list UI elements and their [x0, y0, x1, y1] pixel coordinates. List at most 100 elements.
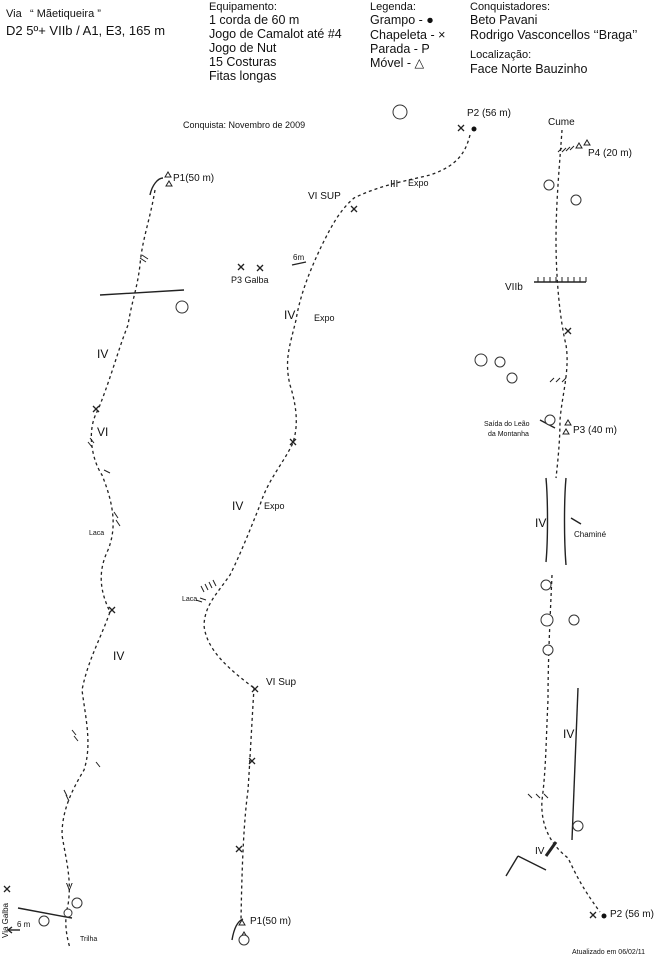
middle-bolt-x: [350, 205, 358, 213]
left-movel-triangle: [164, 171, 172, 178]
chamine-arrow: [570, 517, 582, 525]
right-bolt-x: [589, 911, 597, 919]
left-tree: [63, 908, 73, 918]
left-grade-iv-lower: IV: [113, 649, 125, 663]
left-grade-v: V: [66, 882, 73, 893]
chimney-right-wall: [563, 477, 567, 566]
left-route-line: [61, 189, 156, 949]
right-tree: [568, 614, 580, 626]
right-tree: [474, 353, 488, 367]
right-grade-iv-chimney: IV: [535, 516, 547, 530]
localizacao-value: Face Norte Bauzinho: [470, 62, 588, 76]
updated-date: Atualizado em 06/02/11: [572, 949, 646, 956]
left-crack-marks: [63, 254, 149, 802]
left-tree: [175, 300, 189, 314]
left-belay-arc: [149, 177, 164, 196]
via-galba-x: [3, 885, 11, 893]
saida-label-1: Saída do Leão: [484, 421, 530, 428]
middle-route-upper: [203, 134, 471, 689]
conquistador-name: Beto Pavani: [470, 13, 538, 27]
left-movel-triangle: [165, 180, 173, 187]
right-grade-iv: IV: [563, 727, 575, 741]
conquista-date: Conquista: Novembro de 2009: [183, 120, 306, 130]
right-p2-label: P2 (56 m): [610, 909, 654, 920]
bottom-ledge-line: [505, 855, 519, 877]
right-bolt-x: [564, 327, 572, 335]
conquistadores-title: Conquistadores:: [470, 1, 551, 13]
right-crack-line: [571, 687, 579, 841]
cume-ticks: [557, 145, 575, 153]
viib-roof-ticks: [537, 277, 587, 282]
middle-p2-label: P2 (56 m): [467, 108, 511, 119]
right-movel-triangle: [562, 428, 570, 435]
chimney-left-wall: [545, 477, 549, 563]
right-tree: [494, 356, 506, 368]
middle-p2-grampo: [471, 126, 477, 132]
right-movel-triangle: [564, 419, 572, 426]
six-m-arrowhead: [6, 926, 13, 934]
legenda-grampo: Grampo - ●: [370, 13, 434, 27]
middle-expo-top: Expo: [408, 178, 429, 188]
middle-laca-label: Laca: [182, 596, 198, 603]
right-p4-label: P4 (20 m): [588, 148, 632, 159]
equipamento-item: Fitas longas: [209, 69, 277, 83]
right-crack-marks: [527, 377, 567, 799]
viib-label: VIIb: [505, 282, 523, 293]
right-p2-grampo: [601, 913, 607, 919]
right-tree: [570, 194, 582, 206]
middle-movel-triangle: [238, 919, 246, 926]
trilha-label: Trilha: [80, 936, 98, 943]
equipamento-title: Equipamento:: [209, 1, 277, 13]
left-bolt-x: [92, 405, 100, 413]
via-galba-label: Via Galba: [1, 903, 10, 938]
middle-vi-sup-bottom: VI Sup: [266, 677, 297, 688]
galba-bolt-x: [237, 263, 245, 271]
middle-tree: [238, 934, 250, 946]
middle-bolt-x: [457, 124, 465, 132]
bottom-ledge-line: [517, 855, 547, 871]
legenda-parada: Parada - P: [370, 42, 430, 56]
right-tree: [540, 579, 552, 591]
right-grade-iv-bottom: IV: [535, 846, 545, 857]
legenda-chapeleta: Chapeleta - ×: [370, 28, 446, 42]
left-laca-label: Laca: [89, 530, 105, 537]
galba-bolt-x: [256, 264, 264, 272]
left-grade-iv: IV: [97, 347, 109, 361]
middle-expo-lower: Expo: [264, 501, 285, 511]
left-tree: [38, 915, 50, 927]
right-tree: [543, 179, 555, 191]
left-ledge-line: [99, 289, 185, 296]
equipamento-item: Jogo de Nut: [209, 41, 277, 55]
middle-bolt-x: [248, 757, 256, 765]
right-tree: [542, 644, 554, 656]
left-bolt-x: [108, 606, 116, 614]
middle-crack-marks: [195, 579, 217, 603]
p3-galba-label: P3 Galba: [231, 275, 269, 285]
localizacao-title: Localização:: [470, 49, 532, 61]
right-movel-triangle: [583, 139, 591, 146]
right-tree: [506, 372, 518, 384]
middle-tree: [392, 104, 408, 120]
legenda-title: Legenda:: [370, 1, 416, 13]
conquistador-name: Rodrigo Vasconcellos ‘‘Braga’’: [470, 28, 638, 42]
middle-grade-iv-lower: IV: [232, 499, 244, 513]
right-tree: [544, 414, 556, 426]
middle-bolt-x: [251, 685, 259, 693]
right-route-line: [555, 129, 568, 479]
middle-expo-upper: Expo: [314, 313, 335, 323]
route-grade: D2 5º+ VIIb / A1, E3, 165 m: [6, 23, 166, 38]
middle-bolt-x: [235, 845, 243, 853]
equipamento-item: 15 Costuras: [209, 55, 277, 69]
right-tree: [572, 820, 584, 832]
right-movel-triangle: [575, 142, 583, 149]
bottom-bold-line: [544, 841, 558, 857]
middle-vi-sup-top: VI SUP: [308, 191, 341, 202]
middle-p1-label: P1(50 m): [250, 916, 292, 927]
left-grass: [72, 284, 176, 920]
saida-label-2: da Montanha: [488, 431, 529, 438]
route-name: “ Mãetiqueira ”: [30, 8, 101, 20]
equipamento-item: Jogo de Camalot até #4: [209, 27, 342, 41]
right-p3-label: P3 (40 m): [573, 425, 617, 436]
galba-six-m: 6m: [293, 253, 305, 262]
